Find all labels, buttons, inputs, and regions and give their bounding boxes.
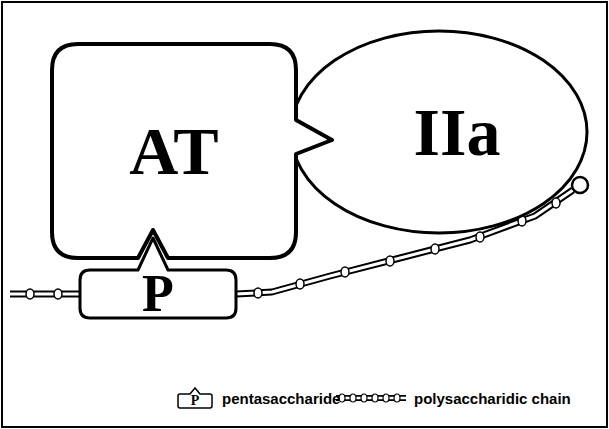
node-label: IIa [414, 98, 501, 166]
chain-bead [383, 394, 389, 402]
icon-letter: P [191, 394, 200, 408]
chain-bead [350, 394, 356, 402]
legend-swatch [336, 390, 406, 406]
antithrombin-box: AT [50, 42, 340, 262]
legend-text: pentasaccharide [222, 391, 340, 406]
node-text-area: AT [52, 44, 296, 258]
node-text-area: IIa [332, 38, 582, 226]
chain-bead [339, 394, 345, 402]
node-text-area: P [80, 270, 236, 318]
pentasaccharide-box: P [78, 236, 240, 322]
antithrombin-outline [52, 44, 332, 258]
pentasaccharide-icon [178, 388, 212, 408]
legend-text: polysaccharidic chain [414, 391, 571, 406]
chain-bead [372, 394, 378, 402]
thrombin-ellipse: IIa [288, 28, 590, 236]
node-label: AT [129, 117, 218, 185]
node-label: P [142, 268, 174, 320]
thrombin-outline [291, 31, 587, 233]
chain-bead [394, 394, 400, 402]
chain-icon [336, 395, 406, 401]
chain-bead [361, 394, 367, 402]
